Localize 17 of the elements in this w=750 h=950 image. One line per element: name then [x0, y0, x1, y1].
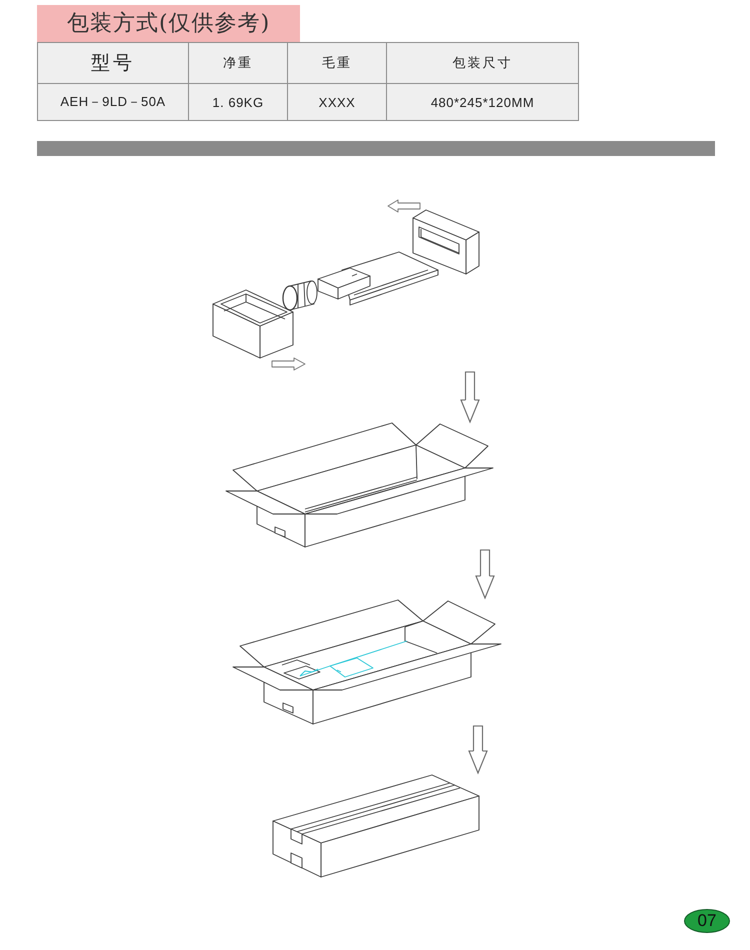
- open-carton-drawing: [224, 422, 496, 550]
- divider-bar: [37, 141, 715, 156]
- column-header: 型号: [38, 42, 188, 84]
- column-header: 净重: [188, 42, 288, 84]
- table-cell: AEH－9LD－50A: [38, 84, 188, 120]
- sealed-carton-drawing: [271, 773, 481, 879]
- table-cell: XXXX: [288, 84, 386, 120]
- column-header: 毛重: [288, 42, 386, 84]
- page-number: 07: [684, 909, 730, 933]
- table-cell: 1. 69KG: [188, 84, 288, 120]
- packed-carton-drawing: [231, 598, 503, 726]
- flow-arrow: [460, 371, 480, 423]
- table-cell: 480*245*120MM: [386, 84, 578, 120]
- column-header: 包装尺寸: [386, 42, 578, 84]
- flow-arrow: [468, 725, 488, 774]
- section-heading: 包装方式(仅供参考): [37, 5, 300, 42]
- flow-arrow: [475, 549, 495, 599]
